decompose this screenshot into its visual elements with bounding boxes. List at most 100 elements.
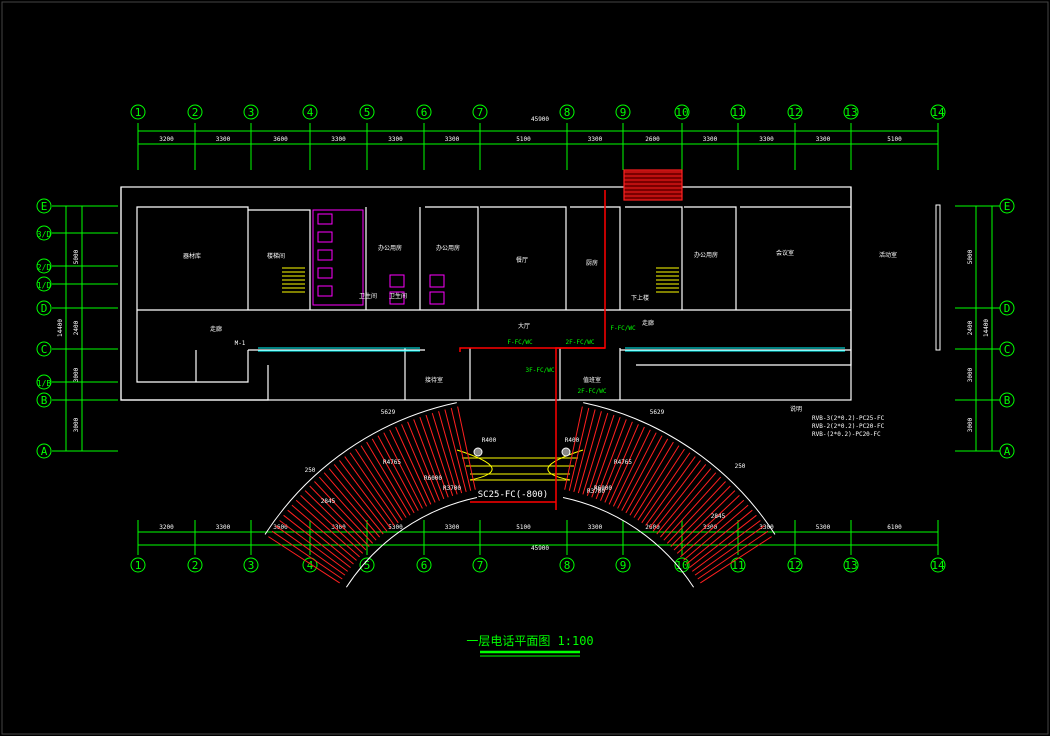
stair-dim: R3700 bbox=[443, 485, 461, 492]
right-stair-wing bbox=[689, 514, 757, 569]
column-marker bbox=[473, 447, 483, 457]
axis-label-A: A bbox=[41, 445, 48, 458]
left-stair-wing bbox=[349, 452, 399, 524]
window-layer bbox=[258, 347, 845, 352]
axis-label-14: 14 bbox=[931, 106, 945, 119]
dim-overall: 45900 bbox=[531, 545, 549, 552]
axis-label-B: B bbox=[41, 394, 48, 407]
entrance-steps bbox=[462, 457, 578, 475]
dim-value: 3300 bbox=[759, 524, 774, 531]
axis-label-10: 10 bbox=[675, 559, 688, 572]
right-stair-wing-edge bbox=[562, 497, 695, 588]
left-stair-wing bbox=[339, 460, 392, 529]
axis-label-1/D: 1/D bbox=[37, 281, 52, 290]
right-stair-wing bbox=[686, 509, 753, 565]
axis-bubble bbox=[36, 443, 52, 459]
outer-wall-shadow bbox=[120, 187, 852, 401]
axis-bubble bbox=[843, 557, 859, 573]
legend-line-2: RVB-2(2*0.2)-PC20-FC bbox=[812, 423, 885, 430]
right-stair-wing bbox=[608, 426, 645, 505]
left-stair-wing bbox=[389, 429, 428, 507]
axis-label-1/B: 1/B bbox=[37, 379, 52, 388]
axis-label-4: 4 bbox=[307, 559, 314, 572]
right-stair-wing bbox=[617, 432, 657, 509]
right-stair-wing bbox=[621, 435, 663, 511]
stair-dim: R4765 bbox=[383, 459, 401, 466]
legend-line-1: RVB-3(2*0.2)-PC25-FC bbox=[812, 415, 885, 422]
stair-dim: 5629 bbox=[381, 409, 396, 416]
axis-bubble bbox=[674, 557, 690, 573]
dim-overall: 45900 bbox=[531, 116, 549, 123]
wiring-labels: F-FC/WC2F-FC/WC3F-FC/WCF-FC/WC2F-FC/WCSC… bbox=[478, 325, 636, 500]
right-stair-wing bbox=[568, 407, 590, 491]
dim-total: 14400 bbox=[983, 319, 990, 337]
axis-label-5: 5 bbox=[364, 559, 371, 572]
wiring-label: SC25-FC(-800) bbox=[478, 490, 548, 500]
right-stair-wing bbox=[694, 525, 765, 576]
left-stair-wing bbox=[309, 485, 370, 548]
axis-bubble bbox=[243, 557, 259, 573]
dim-value: 6100 bbox=[887, 524, 902, 531]
right-wall-strip bbox=[935, 204, 941, 351]
axis-label-E: E bbox=[41, 200, 48, 213]
phone-wiring-layer bbox=[459, 190, 606, 510]
right-stair-wing bbox=[680, 499, 745, 558]
axis-bubble bbox=[187, 557, 203, 573]
axis-bubble bbox=[416, 104, 432, 120]
dim-value: 3000 bbox=[73, 367, 80, 382]
dim-value: 3000 bbox=[73, 417, 80, 432]
left-stair-wing bbox=[383, 432, 423, 509]
stair-dim: 2845 bbox=[711, 513, 726, 520]
axis-label-7: 7 bbox=[477, 559, 484, 572]
left-stair-wing bbox=[360, 445, 407, 518]
right-stair-wing bbox=[663, 476, 722, 541]
axis-bubble bbox=[302, 104, 318, 120]
axis-label-9: 9 bbox=[620, 559, 627, 572]
stair-dim: 5629 bbox=[650, 409, 665, 416]
dim-value: 2400 bbox=[73, 320, 80, 335]
axis-bubble bbox=[472, 104, 488, 120]
left-stair-wing bbox=[291, 504, 357, 561]
axis-bubble bbox=[36, 225, 52, 241]
left-stair-wing bbox=[431, 412, 458, 495]
axis-bubble bbox=[559, 557, 575, 573]
stair-dim: R4765 bbox=[614, 459, 632, 466]
room-label: 下上楼 bbox=[631, 294, 649, 302]
stair-dim: R400 bbox=[482, 437, 497, 444]
room-label: 办公用房 bbox=[436, 244, 460, 252]
axis-label-8: 8 bbox=[564, 106, 571, 119]
left-stair-wing bbox=[413, 419, 445, 500]
right-stair-wing bbox=[641, 452, 691, 524]
axis-bubble bbox=[615, 104, 631, 120]
axis-label-4: 4 bbox=[307, 106, 314, 119]
dim-value: 3300 bbox=[216, 136, 231, 143]
right-stair-wing-edge bbox=[583, 402, 776, 535]
axis-bubble bbox=[615, 557, 631, 573]
left-stair-wing bbox=[457, 406, 476, 490]
inner-walls bbox=[136, 206, 851, 400]
left-stair-wing-edge bbox=[345, 497, 478, 588]
axis-bubble bbox=[472, 557, 488, 573]
axis-label-E: E bbox=[1004, 200, 1011, 213]
right-stair-wing bbox=[591, 417, 621, 498]
left-stair-wing bbox=[395, 426, 432, 505]
left-stair-wing-edge bbox=[264, 402, 457, 535]
axis-label-13: 13 bbox=[844, 106, 857, 119]
axis-bubble bbox=[416, 557, 432, 573]
room-label: 值班室 bbox=[583, 376, 601, 384]
axis-bubble bbox=[36, 258, 52, 274]
axis-label-1: 1 bbox=[135, 559, 142, 572]
dim-value: 5000 bbox=[73, 249, 80, 264]
dim-value: 2400 bbox=[967, 320, 974, 335]
dim-value: 5100 bbox=[516, 524, 531, 531]
right-stair-wing bbox=[637, 448, 685, 521]
left-stair-wing bbox=[344, 456, 395, 526]
axis-label-11: 11 bbox=[731, 106, 744, 119]
axis-bubble bbox=[36, 198, 52, 214]
dim-value: 3000 bbox=[967, 367, 974, 382]
right-stair-wing bbox=[659, 472, 717, 538]
dim-value: 3300 bbox=[331, 524, 346, 531]
axis-bubble bbox=[730, 104, 746, 120]
right-stair-wing bbox=[673, 490, 736, 551]
